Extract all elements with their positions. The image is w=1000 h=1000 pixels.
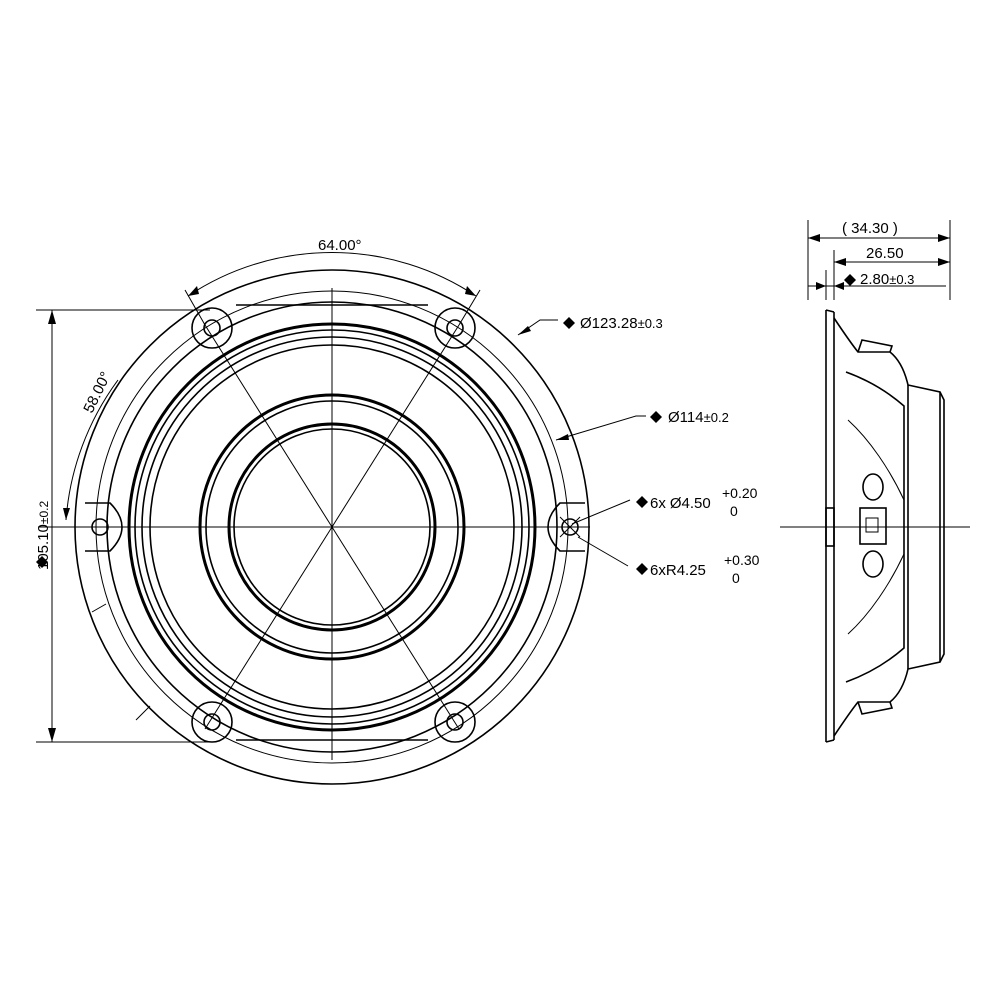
arrow <box>465 286 476 296</box>
frame-rim <box>106 301 558 753</box>
basket-outline <box>833 317 945 737</box>
dust-cap-inner <box>233 428 431 626</box>
cone-inner <box>205 400 459 654</box>
hole-radius-tol-lower: 0 <box>732 570 740 586</box>
diameter-symbol: Ø <box>580 315 592 332</box>
arrow <box>48 728 56 742</box>
angle-arc-top <box>187 252 477 297</box>
cone-profile <box>847 419 905 635</box>
hole-radius-prefix: 6xR <box>650 562 677 579</box>
angle-arc-side <box>65 379 119 521</box>
hole-diameter-tol-lower: 0 <box>730 503 738 519</box>
mounting-holes <box>85 307 585 743</box>
mount-hole-bottom-right <box>434 701 476 743</box>
basket-rib-top <box>857 339 894 353</box>
total-depth-label: ( 34.30 ) <box>842 220 898 237</box>
arrow <box>48 310 56 324</box>
side-view <box>780 220 970 743</box>
flange-thickness-value: 2.80 <box>860 271 889 288</box>
surround-line-3 <box>141 336 523 718</box>
arrow <box>518 326 531 335</box>
flange-tab <box>825 507 835 547</box>
flange-bottom <box>825 739 835 743</box>
mount-hole-left <box>85 502 123 552</box>
basket-inner <box>845 371 905 683</box>
radial-line <box>331 526 460 730</box>
outer-frame-edge <box>74 269 590 785</box>
diamond-marker-icon <box>636 563 648 575</box>
angle-top-label: 64.00° <box>318 237 362 254</box>
mount-hole-right <box>547 502 585 552</box>
diamond-marker-icon <box>636 496 648 508</box>
arrow <box>556 434 569 440</box>
radial-line <box>331 324 460 528</box>
dust-cap-outer <box>227 422 437 632</box>
svg-text:105.10±0.2: 105.10±0.2 <box>35 501 52 570</box>
cone-edge <box>198 393 466 661</box>
height-dimension-label: 105.10±0.2 <box>35 501 52 570</box>
flange-thickness-tol: ±0.3 <box>889 272 914 287</box>
arrow <box>816 282 826 290</box>
tick-mark <box>91 603 107 613</box>
bolt-circle-tol: ±0.2 <box>704 410 729 425</box>
outer-diameter-tol: ±0.3 <box>638 316 663 331</box>
frame-inner-edge <box>95 290 569 764</box>
bolt-circle-callout: Ø114±0.2 <box>668 409 729 426</box>
mount-hole-top-left <box>191 307 233 349</box>
surround-outer <box>127 322 537 732</box>
frame-depth-label: 26.50 <box>866 245 904 262</box>
height-dim-value: 105.10 <box>35 524 52 570</box>
arrow <box>808 234 820 242</box>
radial-line <box>204 324 333 528</box>
side-view-labels: ( 34.30 ) 26.50 2.80±0.3 <box>842 220 914 288</box>
outer-diameter-callout: Ø123.28±0.3 <box>580 315 663 332</box>
outer-diameter-value: 123.28 <box>592 315 638 332</box>
diamond-marker-icon <box>844 274 856 286</box>
diamond-marker-icon <box>563 317 575 329</box>
hole-diameter-prefix: 6x <box>650 495 666 512</box>
surround-line-2 <box>134 329 530 725</box>
tick-mark <box>135 705 151 721</box>
arrow <box>63 508 70 520</box>
leader-bolt-circle <box>555 415 646 441</box>
leader-hole-radius <box>577 536 629 567</box>
terminal-bottom <box>862 550 884 578</box>
diameter-symbol: Ø <box>668 409 680 426</box>
arrow <box>188 286 199 296</box>
hole-radius-value: 4.25 <box>677 562 706 579</box>
hole-radius-tol-upper: +0.30 <box>724 552 760 568</box>
arrow <box>938 258 950 266</box>
angle-ray <box>184 289 206 326</box>
mount-hole-top-right <box>434 307 476 349</box>
radial-line <box>204 526 333 730</box>
mount-hole-bottom-left <box>191 701 233 743</box>
front-view-labels: 64.00° 58.00° 105.10±0.2 Ø123.28±0.3 Ø11… <box>35 237 760 586</box>
diamond-marker-icon <box>650 411 662 423</box>
total-depth-value: 34.30 <box>851 220 889 237</box>
terminal-square <box>865 517 879 533</box>
bolt-circle-value: 114 <box>680 409 704 426</box>
surround-inner <box>149 344 515 710</box>
leader-hole-diameter <box>571 499 631 525</box>
diameter-symbol: Ø <box>670 495 682 512</box>
front-view <box>36 252 646 785</box>
basket-rib-bottom <box>857 701 894 715</box>
hole-diameter-tol-upper: +0.20 <box>722 485 758 501</box>
arrow <box>834 258 846 266</box>
terminal-block <box>859 507 887 545</box>
arrow <box>938 234 950 242</box>
diamond-marker-icon <box>36 556 48 568</box>
height-dim-tol: ±0.2 <box>37 501 51 525</box>
hole-radius-callout: 6xR4.25 <box>650 562 706 579</box>
angle-ray <box>458 289 481 326</box>
arrow <box>834 282 844 290</box>
hole-diameter-value: 4.50 <box>682 495 711 512</box>
flange-thickness-label: 2.80±0.3 <box>860 271 914 288</box>
flange-top <box>825 309 835 313</box>
terminal-top <box>862 473 884 501</box>
